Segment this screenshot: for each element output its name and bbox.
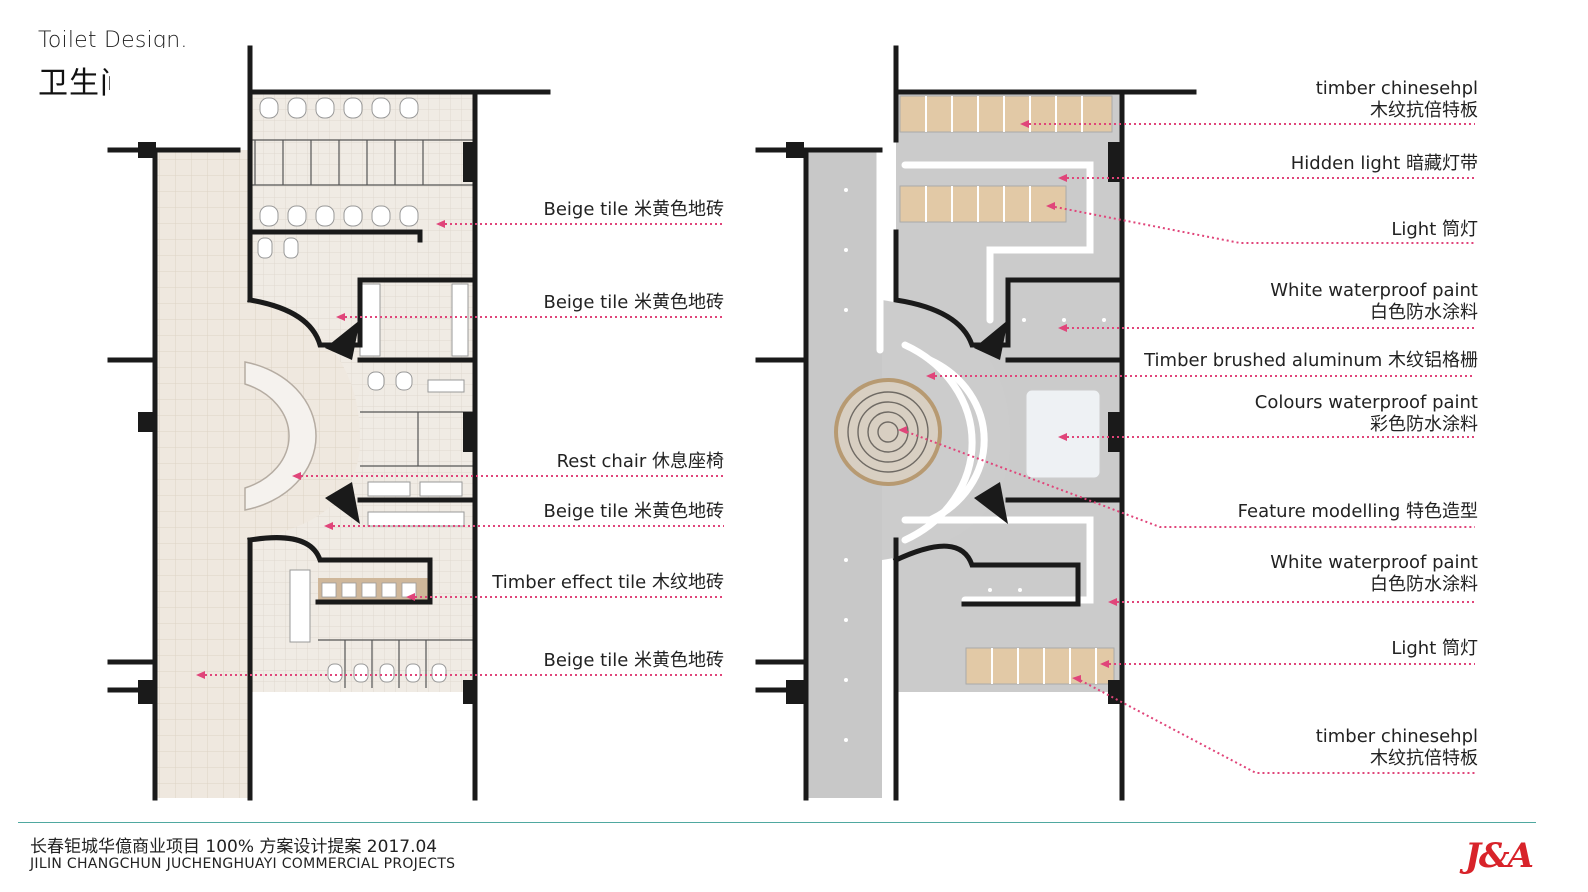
label-beige-tile-1: Beige tile 米黄色地砖 <box>543 199 724 220</box>
footer-project-en: JILIN CHANGCHUN JUCHENGHUAYI COMMERCIAL … <box>30 856 456 872</box>
label-beige-tile-2: Beige tile 米黄色地砖 <box>543 292 724 313</box>
rest-chair <box>244 361 317 511</box>
colour-paint-panel <box>1025 389 1101 479</box>
label-timber-aluminum: Timber brushed aluminum 木纹铝格栅 <box>1144 350 1478 371</box>
footer-divider <box>18 822 1536 823</box>
label-beige-tile-4: Beige tile 米黄色地砖 <box>543 650 724 671</box>
brand-logo: J&A <box>1464 836 1534 876</box>
label-feature-modelling: Feature modelling 特色造型 <box>1237 501 1478 522</box>
leader-lines <box>200 123 1475 774</box>
floor-plan-left <box>107 45 551 801</box>
timber-panels-top <box>899 95 1113 223</box>
label-light-1: Light 筒灯 <box>1391 219 1478 240</box>
feature-modelling <box>834 378 942 486</box>
corridor-floor <box>155 150 250 798</box>
leader-arrowheads <box>196 120 1117 683</box>
label-hidden-light: Hidden light 暗藏灯带 <box>1290 153 1478 174</box>
label-rest-chair: Rest chair 休息座椅 <box>556 451 724 472</box>
ceiling-plan-right <box>755 45 1197 801</box>
label-beige-tile-3: Beige tile 米黄色地砖 <box>543 501 724 522</box>
footer-project-cn: 长春钜城华億商业项目 100% 方案设计提案 2017.04 <box>30 837 438 857</box>
label-timber-effect-tile: Timber effect tile 木纹地砖 <box>492 572 724 593</box>
timber-panels-bottom <box>965 647 1115 685</box>
label-light-2: Light 筒灯 <box>1391 638 1478 659</box>
